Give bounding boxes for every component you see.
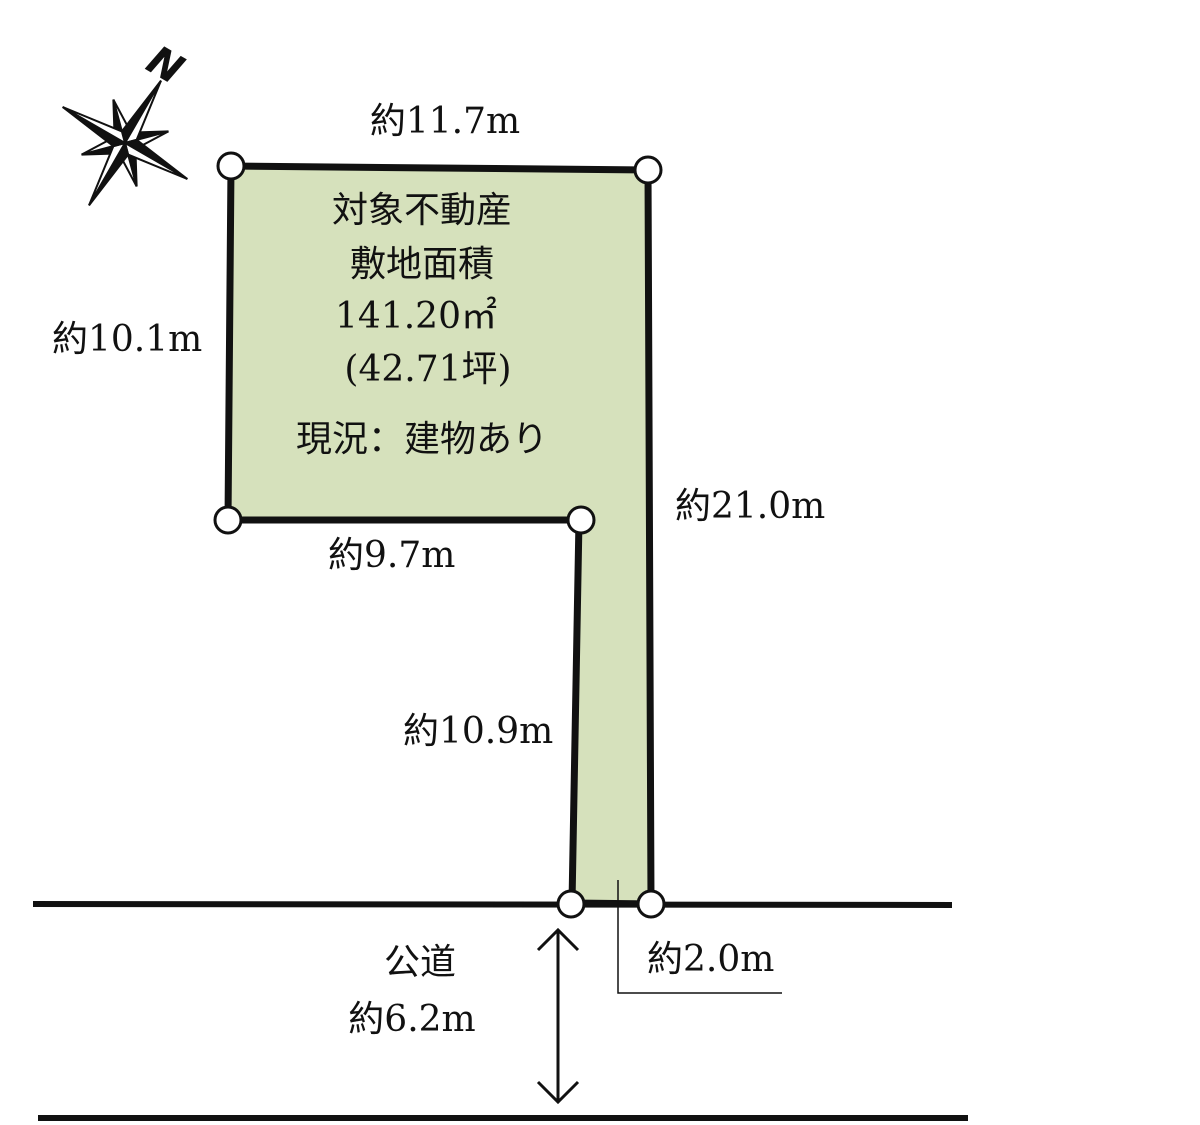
- road-width-arrow: [536, 927, 580, 1105]
- plot-area-sqm: 141.20㎡: [335, 296, 497, 337]
- dimension-top: 約11.7m: [369, 101, 521, 142]
- road-edge-near: [32, 901, 953, 908]
- plot-vertex-markers: [213, 151, 666, 919]
- plot-current-status: 現況：建物あり: [296, 419, 549, 460]
- road-label: 公道: [383, 942, 457, 983]
- dimension-frontage: 約2.0m: [647, 939, 775, 980]
- plot-area-tsubo: (42.71坪): [344, 349, 512, 390]
- dimension-inner-left: 約10.9m: [403, 711, 554, 752]
- road-width: 約6.2m: [348, 999, 476, 1040]
- plot-title-line2: 敷地面積: [349, 244, 495, 285]
- dimension-inner-bottom: 約9.7m: [328, 535, 456, 576]
- dimension-right: 約21.0m: [675, 486, 826, 527]
- compass-rose-icon: [62, 80, 188, 206]
- frontage-leader-line: [617, 880, 782, 994]
- dimension-left: 約10.1m: [52, 319, 203, 360]
- plot-title-line1: 対象不動産: [331, 190, 513, 231]
- north-label: N: [139, 37, 191, 94]
